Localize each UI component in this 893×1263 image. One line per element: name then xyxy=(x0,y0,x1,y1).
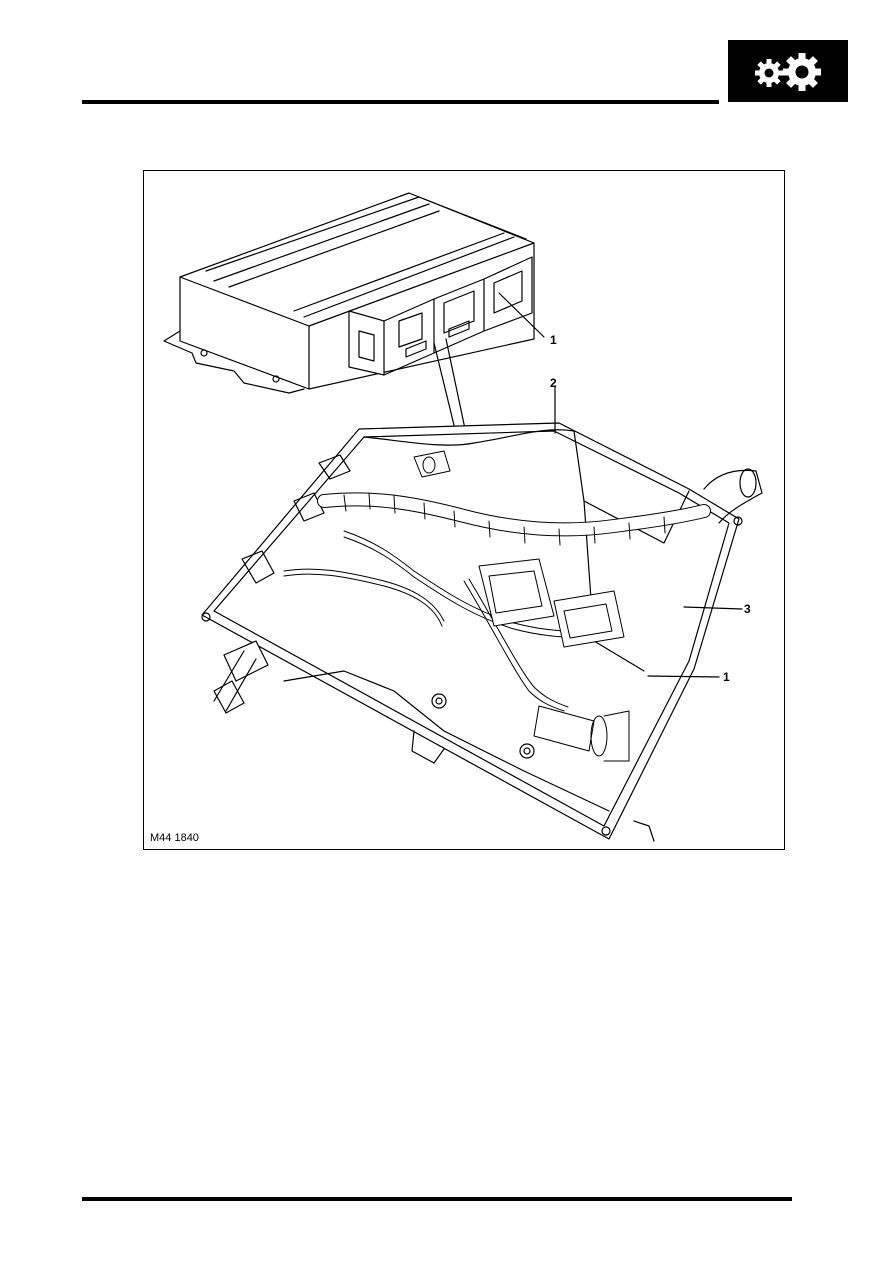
figure-frame: 1 2 3 1 M44 1840 xyxy=(143,170,785,850)
outlet-tubes xyxy=(213,468,763,714)
leader-3 xyxy=(683,606,743,610)
callout-3-harness: 3 xyxy=(744,602,751,616)
footer-rule xyxy=(82,1197,792,1201)
figure-code: M44 1840 xyxy=(150,832,199,844)
header-rule xyxy=(82,100,719,104)
gears-icon xyxy=(755,53,821,91)
callout-1-connector: 1 xyxy=(723,670,730,684)
leader-1-bottom xyxy=(647,675,720,678)
ecu-module xyxy=(163,192,535,394)
leader-1-top xyxy=(498,292,545,338)
section-badge xyxy=(728,40,848,102)
ecu-housing xyxy=(201,422,743,842)
callout-1-ecu: 1 xyxy=(550,333,557,347)
wiring-harness xyxy=(283,450,711,762)
callout-2-housing: 2 xyxy=(550,376,557,390)
ecu-and-housing-illustration xyxy=(163,192,763,842)
